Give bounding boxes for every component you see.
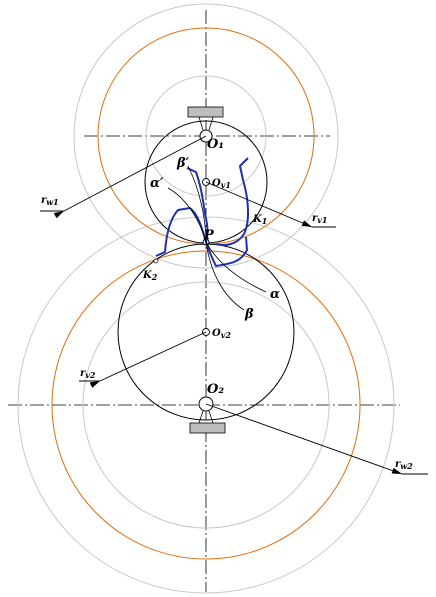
profile-lower-left: [155, 207, 207, 257]
pivot-legs-upper: [198, 116, 214, 131]
label-ov1-main: O: [212, 178, 221, 189]
arrow-rv1: [205, 181, 313, 228]
arrow-rw1: [53, 135, 207, 219]
label-o2: O₂: [207, 382, 224, 397]
label-alpha-prime: α′: [150, 176, 164, 191]
label-beta: β: [244, 307, 254, 322]
label-rw1-main: r: [41, 195, 47, 206]
label-alpha: α: [270, 287, 280, 302]
label-k2-sub: 2: [151, 272, 158, 282]
point-k2: [153, 258, 159, 264]
profile-upper-right: [215, 157, 249, 246]
label-rw2: rw2: [395, 459, 413, 471]
radius-leaders: [40, 135, 428, 475]
label-k1-main: K: [252, 214, 263, 225]
label-ov2-sub: v2: [221, 330, 232, 340]
label-o1: O₁: [207, 137, 224, 152]
labels: O₁ O₂ Ov1 Ov2 P K1 K2 α′ β′ α β rw1 rv1 …: [41, 137, 413, 471]
label-ov2: Ov2: [212, 328, 231, 340]
arrow-rv2: [89, 331, 207, 388]
label-rw1-sub: w1: [46, 197, 58, 207]
label-k2-main: K: [142, 270, 153, 281]
label-rv1-main: r: [312, 213, 318, 224]
arrow-rw2: [205, 403, 403, 475]
tooth-profiles: [155, 157, 249, 267]
helper-curves: [167, 165, 267, 311]
label-rv1-sub: v1: [317, 215, 327, 225]
label-rv2-main: r: [80, 368, 86, 379]
inner-circle-lower: [82, 281, 330, 529]
curve-beta: [205, 241, 245, 311]
curve-alpha-prime: [167, 187, 207, 243]
inner-circle-upper: [145, 75, 267, 197]
label-rw1: rw1: [41, 195, 59, 207]
pivot-block-upper: [187, 106, 224, 118]
center-lines: [8, 10, 400, 592]
outer-circle-upper: [73, 3, 339, 269]
label-k2: K2: [142, 270, 158, 282]
label-rw2-sub: w2: [400, 461, 413, 471]
profile-lower-right: [205, 236, 248, 267]
pitch-circle-lower: [51, 250, 361, 560]
pivot-legs-lower: [198, 410, 214, 424]
label-ov1-sub: v1: [221, 180, 231, 190]
label-k1: K1: [252, 214, 267, 226]
label-rv2: rv2: [80, 368, 96, 380]
pivot-lower: [189, 396, 226, 434]
label-p: P: [203, 228, 215, 243]
label-k1-sub: 1: [262, 216, 268, 226]
label-rv2-sub: v2: [85, 370, 96, 380]
label-beta-prime: β′: [176, 156, 190, 171]
label-ov2-main: O: [212, 328, 221, 339]
curve-alpha: [205, 241, 267, 293]
pivot-block-lower: [189, 422, 226, 434]
label-rw2-main: r: [395, 459, 401, 470]
label-rv1: rv1: [312, 213, 328, 225]
label-ov1: Ov1: [212, 178, 231, 190]
profile-upper-left: [186, 167, 209, 243]
curve-beta-prime: [187, 165, 207, 243]
